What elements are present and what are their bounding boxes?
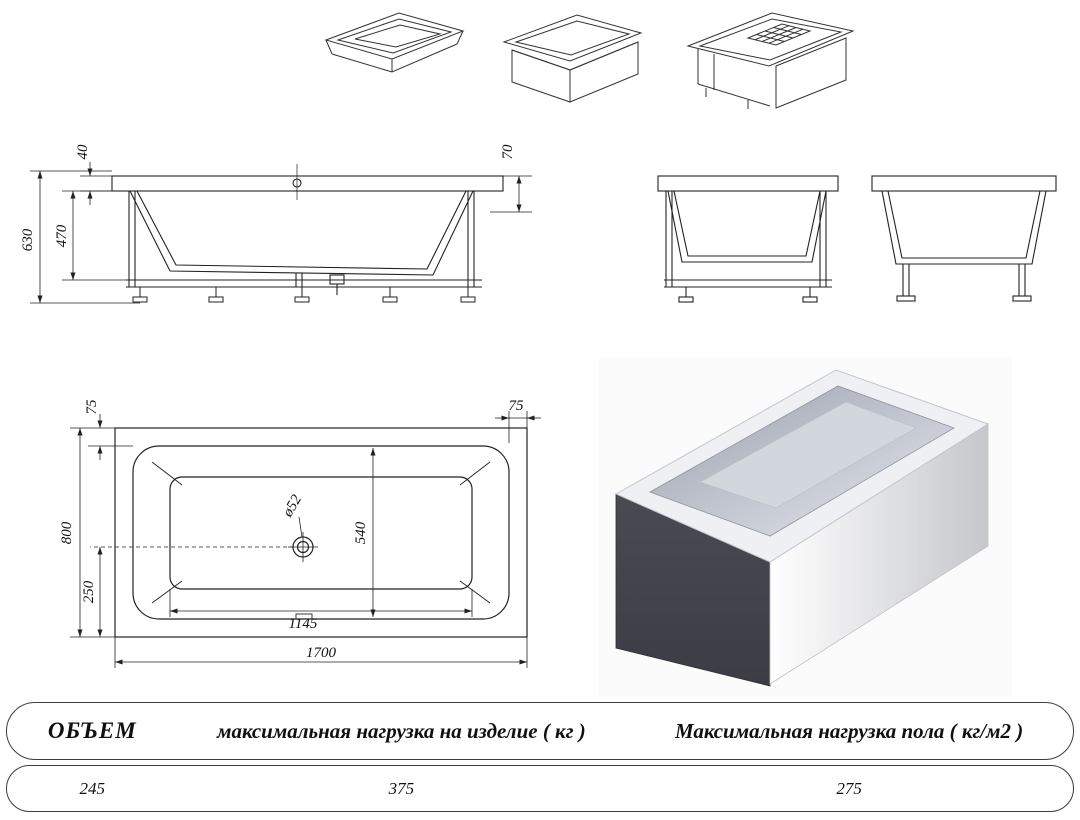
dim-label-1700: 1700 (306, 645, 337, 661)
end-view-frame (657, 175, 839, 303)
front-elevation (111, 164, 504, 303)
dim-label-470: 470 (54, 224, 70, 247)
dim-label-drain-diameter: ø52 (279, 492, 305, 521)
spec-table: ОБЪЕМ максимальная нагрузка на изделие (… (6, 702, 1074, 812)
spec-value-max-load-floor: 275 (836, 778, 862, 798)
spec-header-max-load-floor: Максимальная нагрузка пола ( кг/м2 ) (675, 718, 1024, 743)
spec-header-max-load-product: максимальная нагрузка на изделие ( кг ) (217, 718, 586, 743)
dim-label-540: 540 (353, 521, 369, 544)
plan-view (114, 427, 528, 638)
spec-values-row: 245 375 275 (6, 765, 1074, 812)
dim-label-630: 630 (20, 228, 36, 251)
iso-view-tub (324, 12, 465, 73)
plan-view-dims (70, 411, 541, 668)
dim-label-70: 70 (500, 144, 516, 160)
technical-drawing-canvas: 630 470 40 70 (20, 12, 1057, 696)
front-elevation-dims (30, 162, 532, 304)
render-3d (598, 358, 1012, 696)
dim-label-800: 800 (59, 521, 75, 544)
spec-header-volume: ОБЪЕМ (47, 718, 137, 743)
spec-value-max-load-product: 375 (388, 778, 415, 798)
dim-label-75-right: 75 (509, 398, 525, 414)
iso-view-tub-apron (502, 14, 643, 103)
spec-header-row: ОБЪЕМ максимальная нагрузка на изделие (… (6, 702, 1074, 760)
dim-label-75-left: 75 (84, 399, 100, 415)
dim-label-250: 250 (81, 580, 97, 603)
end-view-panel (871, 175, 1057, 302)
spec-value-volume: 245 (79, 778, 106, 798)
dim-label-1145: 1145 (289, 616, 318, 632)
dim-label-40: 40 (75, 144, 91, 160)
iso-view-tub-frame (686, 12, 855, 109)
